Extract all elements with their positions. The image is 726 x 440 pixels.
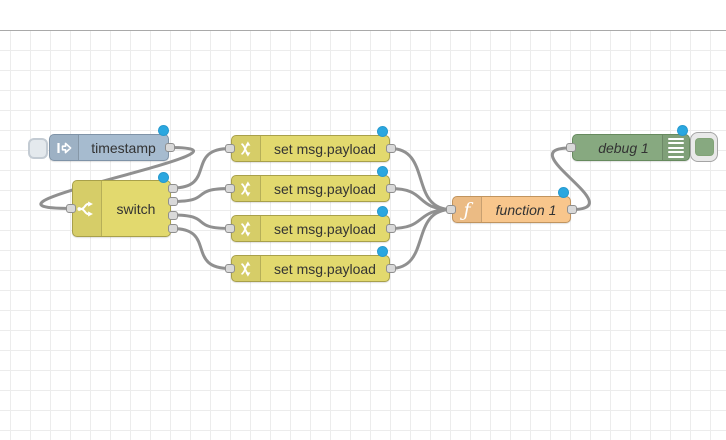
node-debug[interactable]: debug 1 <box>572 134 690 161</box>
change3-input-port[interactable] <box>225 224 235 233</box>
switch-output-port-2[interactable] <box>167 197 178 206</box>
change4-status-dot <box>376 246 388 257</box>
wire-switch1-to-change1[interactable] <box>171 147 232 190</box>
wire-switch4-to-change4[interactable] <box>171 227 232 270</box>
node-change-4[interactable]: set msg.payload <box>231 255 390 282</box>
wire-inject-to-switch[interactable] <box>39 146 195 210</box>
debug-status-dot <box>677 124 688 136</box>
debug-input-port[interactable] <box>565 143 576 152</box>
function-glyph: ƒ <box>463 198 471 221</box>
switch-output-port-4[interactable] <box>167 224 178 233</box>
debug-toggle-indicator <box>694 138 714 156</box>
node-label-inject: timestamp <box>91 139 156 156</box>
switch-output-port-1[interactable] <box>167 183 178 193</box>
node-label-change-4: set msg.payload <box>274 260 376 277</box>
switch-branch-icon <box>73 181 102 236</box>
wire-switch2-to-change2[interactable] <box>171 187 232 203</box>
function-f-icon: ƒ <box>453 197 482 222</box>
change2-status-dot <box>376 166 388 177</box>
node-label-switch: switch <box>116 200 156 217</box>
node-label-change-3: set msg.payload <box>274 220 376 237</box>
debug-enable-toggle[interactable] <box>690 132 718 162</box>
change3-output-port[interactable] <box>385 224 396 233</box>
canvas-top-strip <box>0 0 726 31</box>
change2-output-port[interactable] <box>385 184 396 193</box>
change3-status-dot <box>376 206 388 217</box>
inject-output-port[interactable] <box>164 143 175 152</box>
switch-input-port[interactable] <box>66 204 76 213</box>
debug-lines-icon <box>662 135 689 160</box>
change2-input-port[interactable] <box>225 184 235 193</box>
function-input-port[interactable] <box>446 205 456 214</box>
wire-switch3-to-change3[interactable] <box>171 213 232 230</box>
node-label-debug: debug 1 <box>598 139 649 156</box>
change1-status-dot <box>376 126 388 137</box>
wire-change3-to-function[interactable] <box>389 208 453 230</box>
node-label-change-2: set msg.payload <box>274 180 376 197</box>
inject-status-dot <box>157 125 169 136</box>
change4-input-port[interactable] <box>225 264 235 273</box>
change1-output-port[interactable] <box>385 144 396 153</box>
wire-function-to-debug[interactable] <box>551 146 591 211</box>
node-change-3[interactable]: set msg.payload <box>231 215 390 242</box>
wire-change2-to-function[interactable] <box>389 187 453 211</box>
node-function[interactable]: ƒ function 1 <box>452 196 571 223</box>
node-label-change-1: set msg.payload <box>274 140 376 157</box>
function-output-port[interactable] <box>566 205 577 214</box>
node-change-2[interactable]: set msg.payload <box>231 175 390 202</box>
node-inject[interactable]: timestamp <box>49 134 169 161</box>
inject-trigger-button[interactable] <box>28 138 48 159</box>
change-crossed-arrows-icon <box>232 176 261 201</box>
node-change-1[interactable]: set msg.payload <box>231 135 390 162</box>
node-switch[interactable]: switch <box>72 180 171 237</box>
switch-output-port-3[interactable] <box>167 210 178 220</box>
switch-status-dot <box>158 171 169 183</box>
change4-output-port[interactable] <box>385 264 396 273</box>
inject-arrow-icon <box>50 135 79 160</box>
change-crossed-arrows-icon <box>232 216 261 241</box>
function-status-dot <box>558 187 569 198</box>
wire-change4-to-function[interactable] <box>389 208 453 270</box>
change1-input-port[interactable] <box>225 144 235 153</box>
change-crossed-arrows-icon <box>232 136 261 161</box>
node-label-function: function 1 <box>495 201 557 218</box>
change-crossed-arrows-icon <box>232 256 261 281</box>
